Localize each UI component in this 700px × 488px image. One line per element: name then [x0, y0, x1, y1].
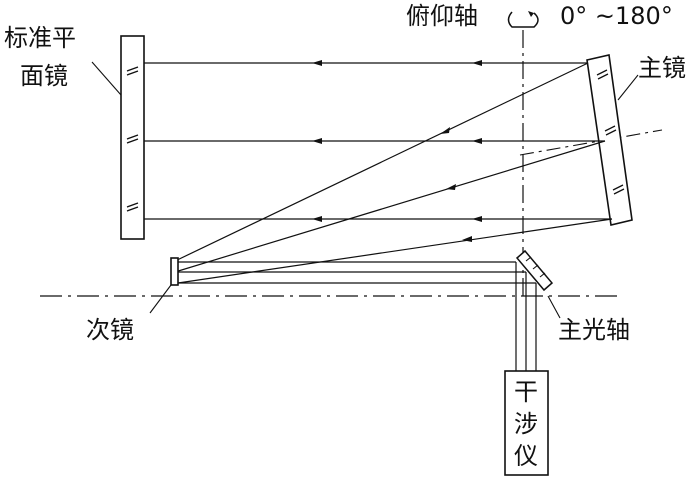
- rotation-arrowhead: [528, 11, 534, 17]
- interferometer-label-3: 仪: [514, 442, 538, 470]
- converging-rays: [172, 62, 613, 284]
- rotation-arrow-icon: [507, 11, 539, 28]
- interferometer-beam: [515, 262, 537, 372]
- angle-range-label: 0° ~180°: [560, 2, 673, 30]
- flat-mirror-hatch: [126, 66, 139, 212]
- interferometer-box: [504, 370, 549, 476]
- secondary-mirror-label: 次镜: [86, 316, 134, 344]
- primary-mirror-axis: [519, 129, 663, 156]
- pitch-axis-label: 俯仰轴: [406, 2, 478, 30]
- flat-mirror-label-line1: 标准平: [4, 24, 76, 52]
- interferometer-label-1: 干: [514, 378, 538, 406]
- primary-mirror-hatch: [596, 69, 625, 195]
- converging-ray-arrows: [440, 127, 472, 242]
- flat-mirror-label-line2: 面镜: [20, 62, 68, 90]
- fold-mirror: [515, 249, 554, 292]
- main-optical-axis-label: 主光轴: [558, 316, 630, 344]
- primary-mirror: [586, 54, 633, 226]
- leader-lines: [91, 61, 639, 319]
- return-rays: [178, 261, 536, 284]
- primary-mirror-label: 主镜: [638, 54, 686, 82]
- secondary-mirror: [170, 257, 179, 286]
- fold-mirror-hatch: [525, 256, 546, 278]
- interferometer-label-2: 涉: [514, 410, 538, 438]
- parallel-rays: [144, 62, 612, 220]
- ray-arrows: [312, 60, 482, 222]
